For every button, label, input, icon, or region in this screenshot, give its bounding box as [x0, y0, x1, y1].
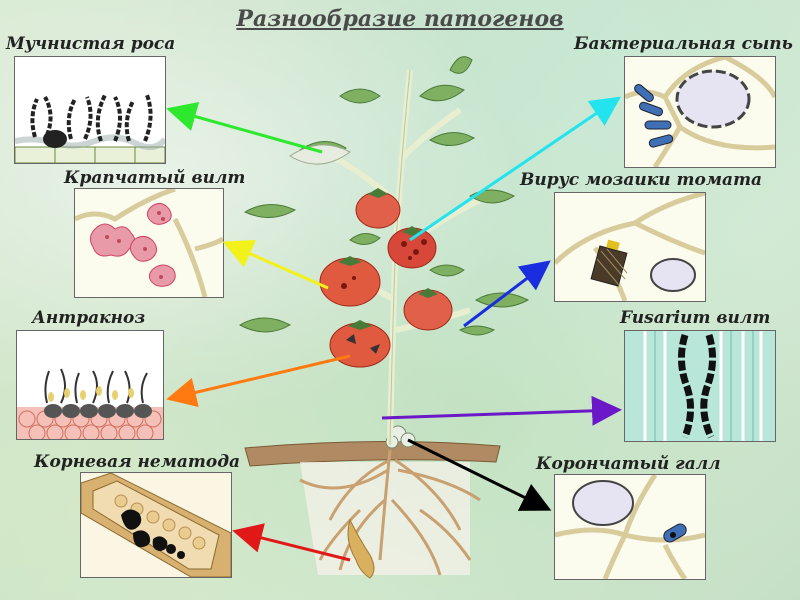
label-spotted-wilt: Крапчатый вилт [64, 168, 246, 188]
tomatoes [319, 191, 453, 368]
bacterial-spot-illustration [625, 57, 775, 167]
arrow-powdery-mildew [166, 102, 323, 154]
panel-root-nematode [80, 472, 232, 578]
panel-powdery-mildew [14, 56, 166, 164]
label-root-nematode: Корневая нематода [34, 452, 241, 472]
page-title: Разнообразие патогенов [236, 6, 564, 32]
arrow-root-nematode [232, 523, 351, 562]
arrow-anthracnose [166, 354, 351, 408]
panel-anthracnose [16, 330, 164, 440]
panel-bacterial-spot [624, 56, 776, 168]
soil [244, 440, 501, 575]
fusarium-wilt-illustration [625, 331, 775, 441]
spotted-wilt-illustration [75, 189, 223, 297]
arrow-fusarium-wilt [381, 395, 622, 426]
crown-gall-illustration [555, 475, 705, 579]
panel-tomato-mosaic-virus [554, 192, 706, 302]
panel-fusarium-wilt [624, 330, 776, 442]
label-fusarium-wilt: Fusarium вилт [620, 308, 771, 328]
powdery-mildew-illustration [15, 94, 165, 163]
plant-leaves [238, 56, 530, 336]
nematode-gall [347, 518, 375, 579]
label-crown-gall: Корончатый галл [536, 454, 721, 474]
tomato-mosaic-illustration [555, 193, 705, 301]
label-powdery-mildew: Мучнистая роса [6, 34, 176, 54]
arrow-bacterial-spot [409, 96, 621, 242]
arrow-tomato-mosaic [463, 260, 551, 328]
label-anthracnose: Антракноз [32, 308, 146, 328]
label-tomato-mosaic-virus: Вирус мозаики томата [520, 170, 763, 190]
panel-crown-gall [554, 474, 706, 580]
arrow-crown-gall [407, 438, 552, 511]
arrow-spotted-wilt [222, 239, 329, 290]
anthracnose-illustration [17, 331, 163, 439]
panel-spotted-wilt [74, 188, 224, 298]
root-nematode-illustration [81, 473, 231, 577]
label-bacterial-spot: Бактериальная сыпь [574, 34, 793, 54]
crown-gall-growth [385, 425, 416, 449]
